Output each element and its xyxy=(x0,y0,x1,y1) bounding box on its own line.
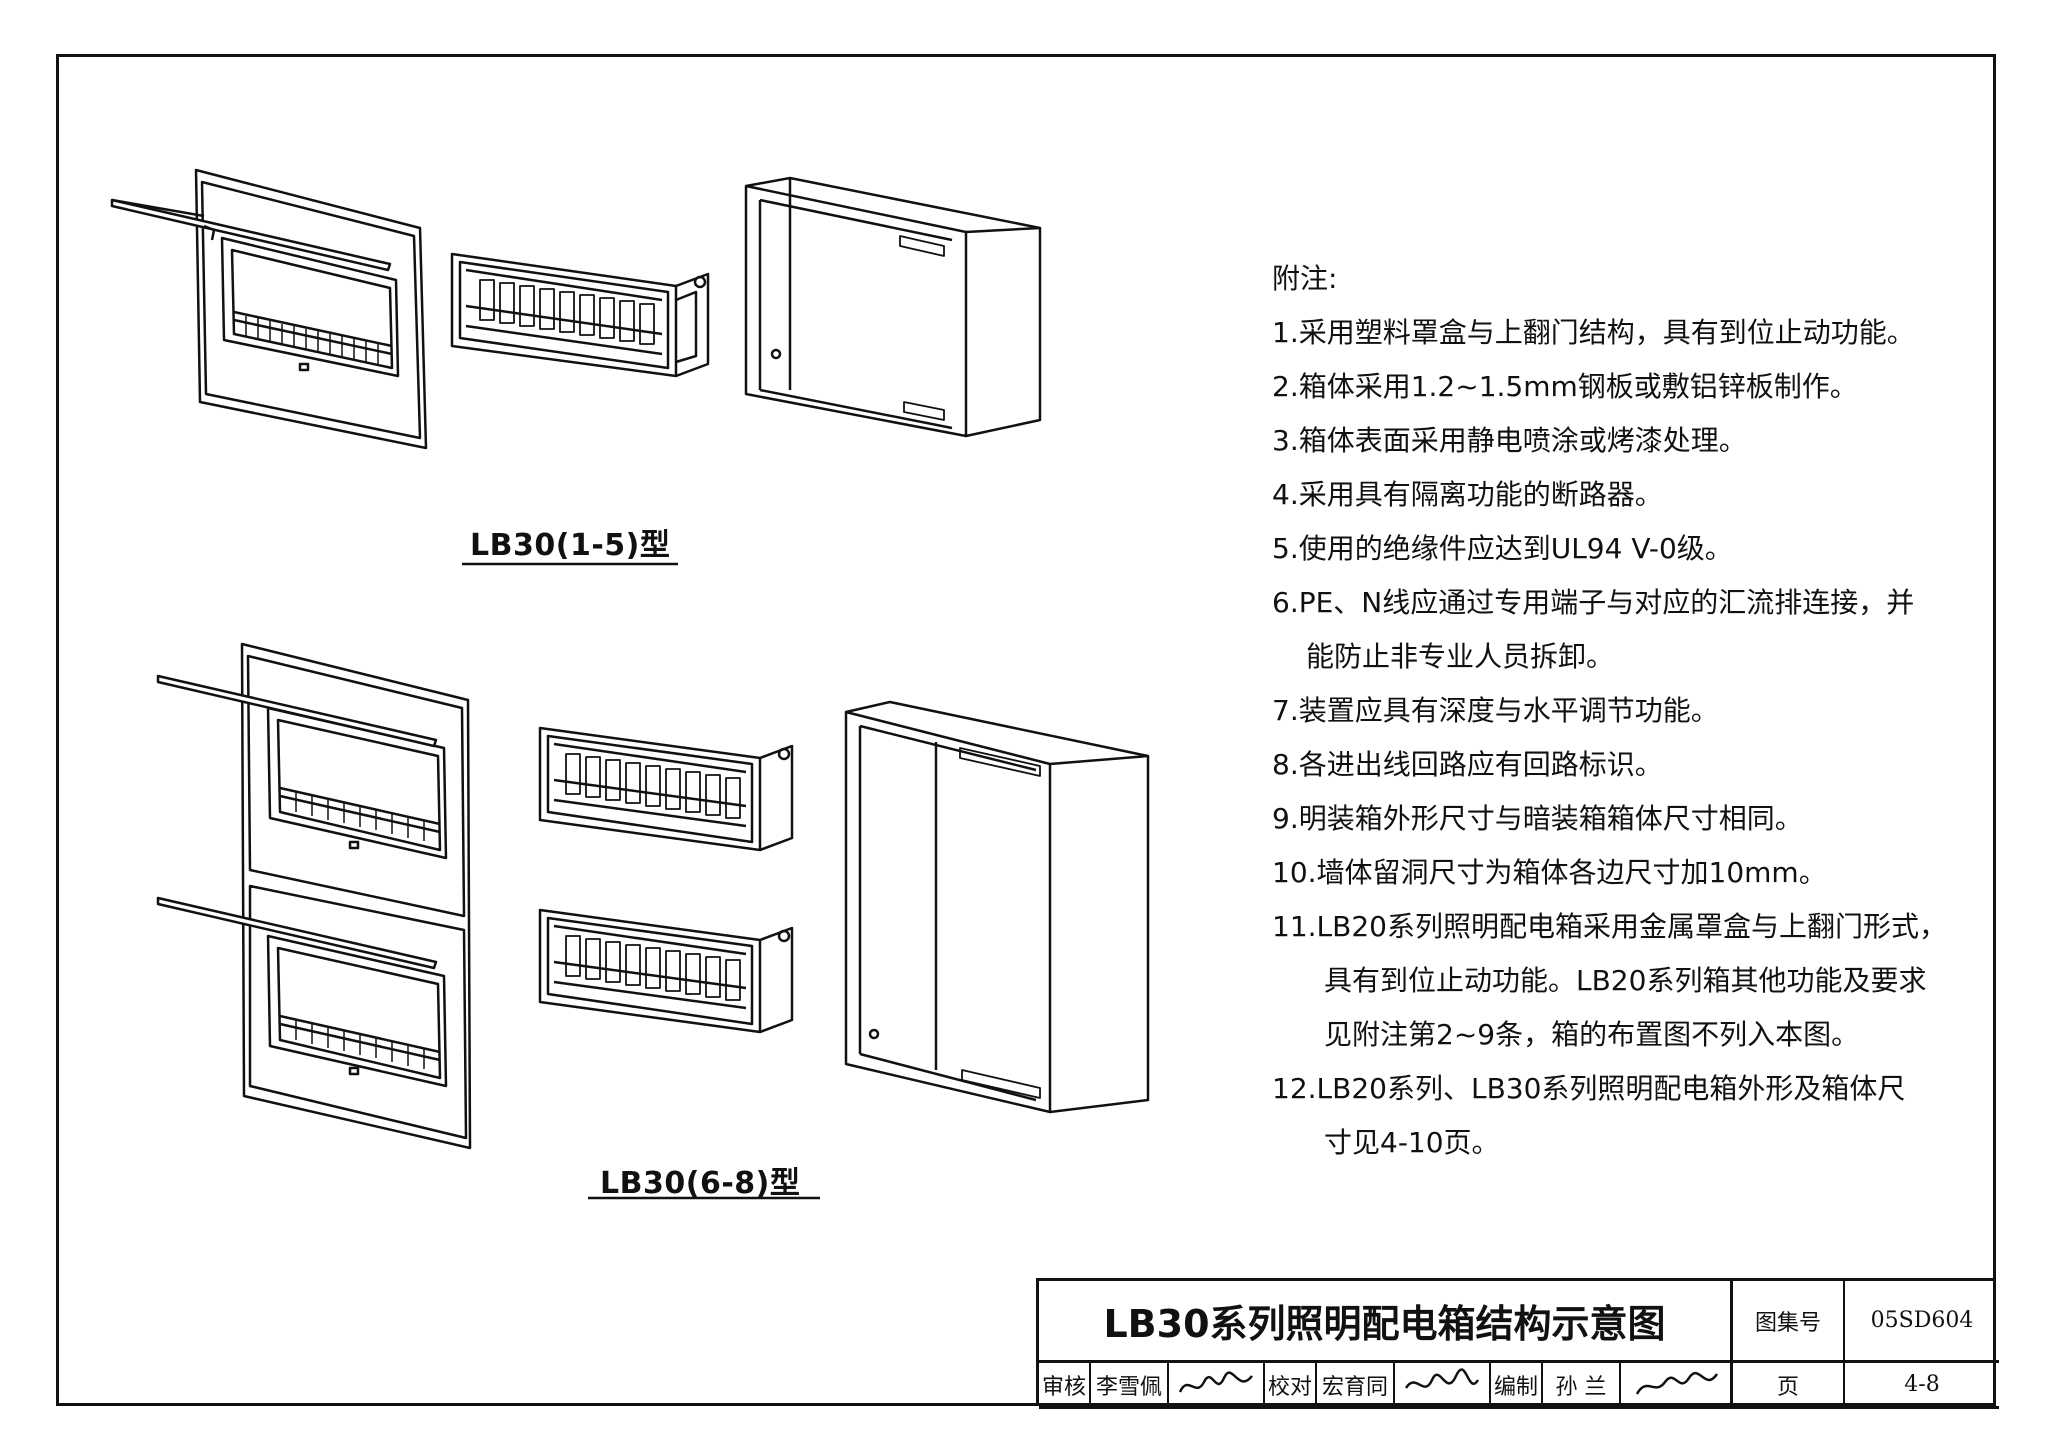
note-6: 6.PE、N线应通过专用端子与对应的汇流排连接，并 xyxy=(1272,586,1915,619)
atlas-label: 图集号 xyxy=(1733,1281,1845,1363)
breaker-rail-1-5 xyxy=(450,252,710,378)
title-block: LB30系列照明配电箱结构示意图 图集号 05SD604 审核 李雪佩 校对 宏… xyxy=(1036,1278,1999,1409)
steel-box-1-5 xyxy=(744,176,1042,438)
note-4: 4.采用具有隔离功能的断路器。 xyxy=(1272,478,1663,511)
check-label: 校对 xyxy=(1265,1363,1317,1409)
notes-panel: 附注: 1.采用塑料罩盒与上翻门结构，具有到位止动功能。 2.箱体采用1.2~1… xyxy=(1272,252,1962,1170)
note-8: 8.各进出线回路应有回路标识。 xyxy=(1272,748,1663,781)
reviewer-name: 李雪佩 xyxy=(1091,1363,1169,1409)
note-11-continued-2: 见附注第2~9条，箱的布置图不列入本图。 xyxy=(1324,1018,1860,1051)
page-number: 4-8 xyxy=(1845,1363,1999,1409)
note-9: 9.明装箱外形尺寸与暗装箱箱体尺寸相同。 xyxy=(1272,802,1803,835)
steel-box-6-8 xyxy=(844,700,1150,1114)
note-1: 1.采用塑料罩盒与上翻门结构，具有到位止动功能。 xyxy=(1272,316,1915,349)
note-7: 7.装置应具有深度与水平调节功能。 xyxy=(1272,694,1719,727)
breaker-rail-6-8-lower xyxy=(538,908,794,1034)
note-12-continued: 寸见4-10页。 xyxy=(1324,1126,1500,1159)
model-caption-1-5: LB30(1-5)型 xyxy=(470,528,671,563)
note-11: 11.LB20系列照明配电箱采用金属罩盒与上翻门形式， xyxy=(1272,910,1947,943)
note-12: 12.LB20系列、LB30系列照明配电箱外形及箱体尺 xyxy=(1272,1072,1906,1105)
notes-heading: 附注: xyxy=(1272,262,1338,295)
page-label: 页 xyxy=(1733,1363,1845,1409)
note-10: 10.墙体留洞尺寸为箱体各边尺寸加10mm。 xyxy=(1272,856,1827,889)
note-6-continued: 能防止非专业人员拆卸。 xyxy=(1306,640,1615,673)
reviewer-signature xyxy=(1169,1363,1265,1409)
atlas-number: 05SD604 xyxy=(1845,1281,1999,1363)
review-label: 审核 xyxy=(1039,1363,1091,1409)
note-11-continued-1: 具有到位止动功能。LB20系列箱其他功能及要求 xyxy=(1324,964,1927,997)
drawing-title: LB30系列照明配电箱结构示意图 xyxy=(1039,1281,1733,1363)
note-2: 2.箱体采用1.2~1.5mm钢板或敷铝锌板制作。 xyxy=(1272,370,1858,403)
model-caption-6-8: LB30(6-8)型 xyxy=(600,1166,801,1201)
drawing-frame xyxy=(56,54,1996,1406)
note-3: 3.箱体表面采用静电喷涂或烤漆处理。 xyxy=(1272,424,1747,457)
cover-6-8 xyxy=(156,642,472,1150)
checker-signature xyxy=(1395,1363,1491,1409)
design-label: 编制 xyxy=(1491,1363,1543,1409)
checker-name: 宏育同 xyxy=(1317,1363,1395,1409)
note-5: 5.使用的绝缘件应达到UL94 V-0级。 xyxy=(1272,532,1733,565)
designer-signature xyxy=(1621,1363,1733,1409)
breaker-rail-6-8-upper xyxy=(538,726,794,852)
cover-1-5 xyxy=(110,168,428,450)
designer-name: 孙 兰 xyxy=(1543,1363,1621,1409)
